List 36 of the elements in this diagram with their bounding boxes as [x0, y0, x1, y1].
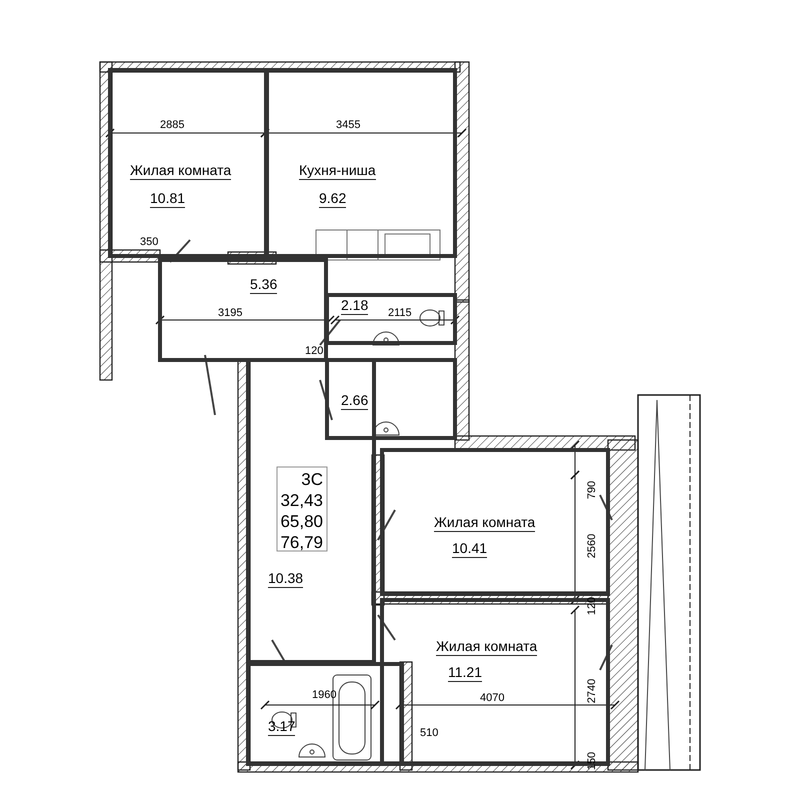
- room-area: 2.66: [341, 392, 368, 410]
- area-value: 76,79: [279, 533, 323, 552]
- room-outline: [246, 662, 404, 766]
- dimension-text: 2560: [586, 534, 598, 558]
- dimension-text: 3455: [336, 119, 360, 131]
- room-area: 2.18: [341, 297, 368, 315]
- dimension-text: 350: [140, 236, 158, 248]
- dimension-text: 790: [586, 480, 598, 500]
- room-name: Жилая комната: [434, 514, 536, 532]
- dimension-text: 2115: [388, 307, 412, 319]
- dimension-text: 120: [305, 345, 324, 357]
- room-outline: [325, 358, 457, 440]
- room-area: 10.41: [452, 540, 488, 558]
- dimension-text: 3195: [218, 307, 242, 319]
- room-area: 10.38: [268, 570, 304, 588]
- dimension-text: 510: [420, 727, 438, 739]
- room-outline: [158, 258, 328, 362]
- room-outline: [265, 68, 457, 258]
- room-name: Кухня-ниша: [299, 162, 376, 180]
- dimension-text: 150: [586, 752, 598, 770]
- room-name: Жилая комната: [130, 162, 232, 180]
- area-value: 65,80: [279, 512, 323, 531]
- room-area: 9.62: [319, 190, 346, 208]
- area-value: 32,43: [279, 491, 323, 510]
- room-name: Жилая комната: [436, 638, 538, 656]
- room-outline: [380, 448, 610, 596]
- apartment-type: 3С: [300, 470, 323, 489]
- dimension-text: 120: [586, 596, 598, 616]
- room-area: 5.36: [250, 276, 278, 294]
- dimension-text: 2740: [586, 678, 598, 704]
- room-outline: [108, 68, 268, 258]
- room-area: 10.81: [150, 190, 186, 208]
- dimension-text: 4070: [480, 692, 504, 704]
- room-outline: [325, 293, 457, 345]
- dimension-text: 2885: [160, 119, 184, 131]
- room-area: 11.21: [448, 664, 482, 682]
